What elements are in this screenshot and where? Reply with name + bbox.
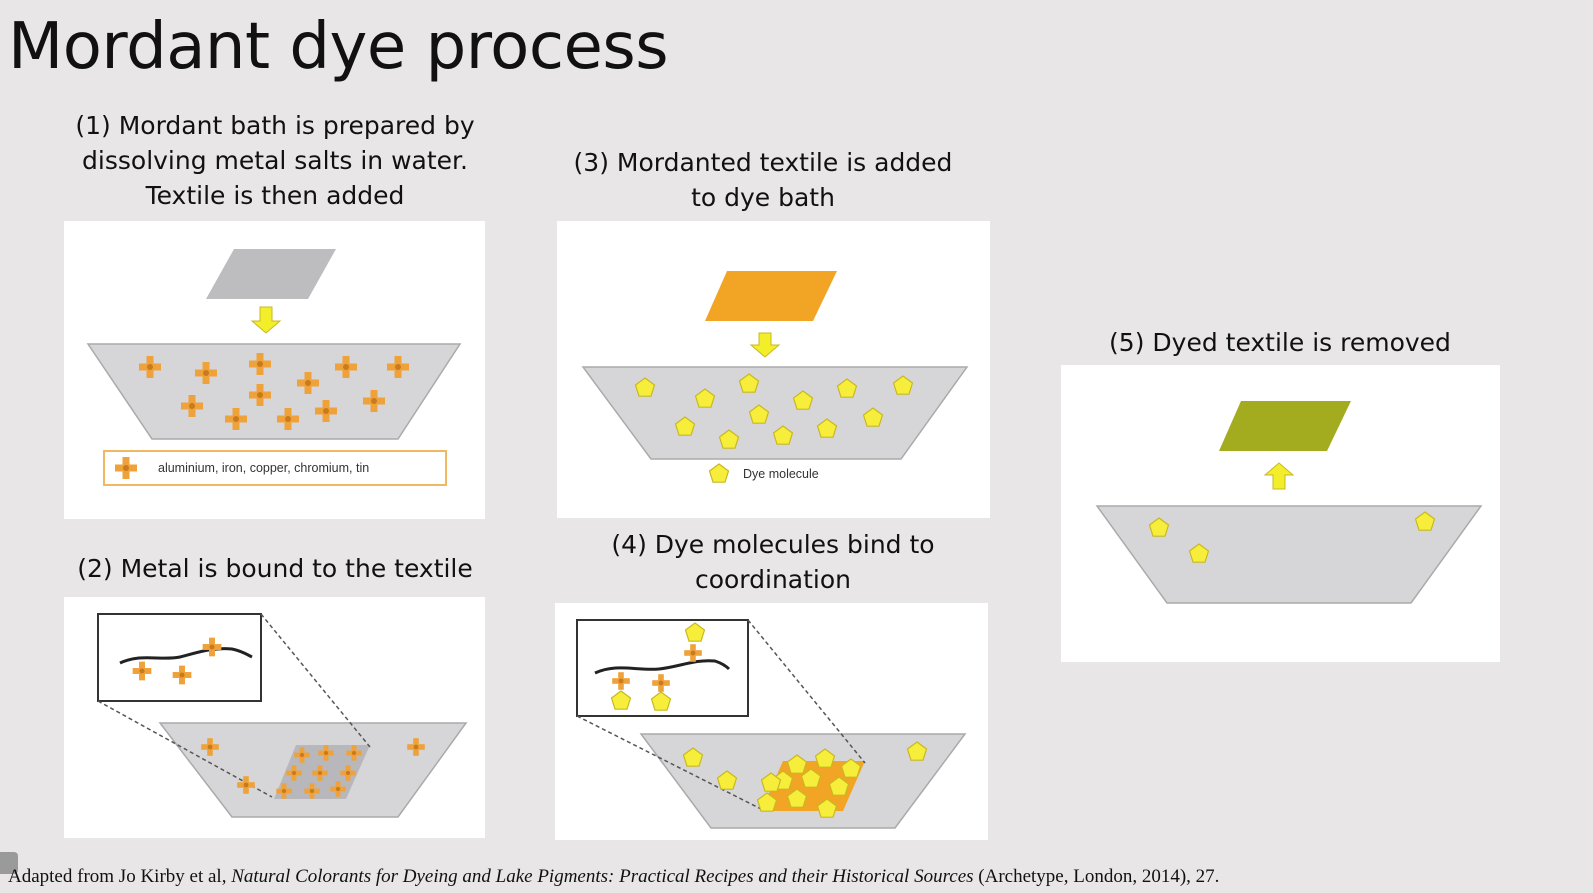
mordant-bath xyxy=(86,343,462,440)
fiber-strand xyxy=(119,647,253,665)
step2-caption: (2) Metal is bound to the textile xyxy=(77,554,473,583)
panel-dyed-removed xyxy=(1061,365,1500,662)
citation: Adapted from Jo Kirby et al, Natural Col… xyxy=(8,866,1219,888)
up-arrow-icon xyxy=(1263,462,1295,490)
citation-suffix: (Archetype, London, 2014), 27. xyxy=(973,866,1220,887)
step1-caption: (1) Mordant bath is prepared by dissolvi… xyxy=(75,111,475,210)
metals-legend-box xyxy=(103,450,447,486)
empty-bath xyxy=(1095,505,1483,604)
citation-title: Natural Colorants for Dyeing and Lake Pi… xyxy=(231,866,974,887)
dye-legend-label: Dye molecule xyxy=(743,467,819,481)
panel-dye-bath: Dye molecule xyxy=(557,221,990,518)
citation-prefix: Adapted from Jo Kirby et al, xyxy=(8,866,232,887)
panel-metal-bound xyxy=(64,597,485,838)
orange-textile xyxy=(705,271,837,321)
down-arrow-icon xyxy=(250,306,282,334)
fiber-strand xyxy=(594,659,731,675)
dye-bath xyxy=(581,366,969,460)
grey-textile xyxy=(206,249,336,299)
green-textile xyxy=(1219,401,1351,451)
page-title: Mordant dye process xyxy=(8,10,669,84)
slide-corner-tab[interactable] xyxy=(0,852,18,874)
metals-legend-label: aluminium, iron, copper, chromium, tin xyxy=(158,461,369,475)
panel-mordant-bath: aluminium, iron, copper, chromium, tin xyxy=(64,221,485,519)
panel-dye-binding xyxy=(555,603,988,840)
step3-caption: (3) Mordanted textile is added to dye ba… xyxy=(573,148,953,212)
down-arrow-icon xyxy=(749,332,781,358)
step5-caption: (5) Dyed textile is removed xyxy=(1109,328,1451,357)
